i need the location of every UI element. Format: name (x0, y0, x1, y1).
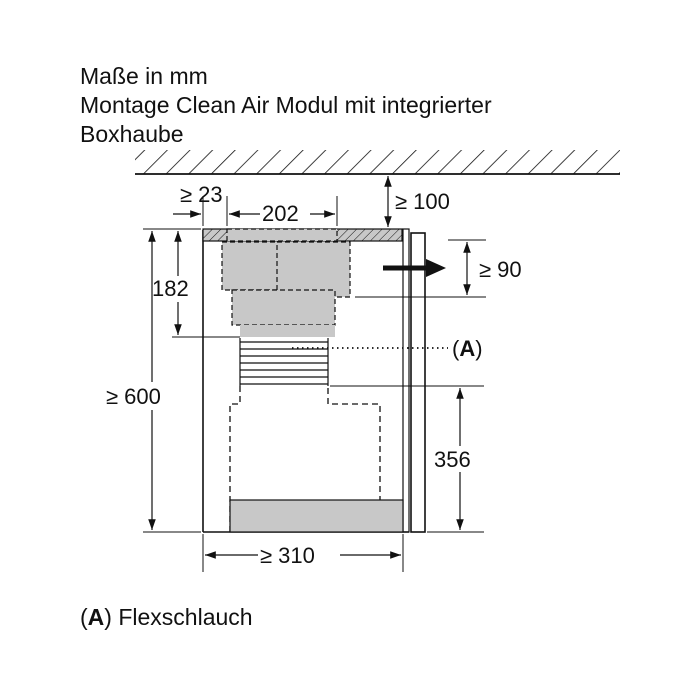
diagram-title-line-1: Montage Clean Air Modul mit integrierter (80, 92, 492, 118)
dim-label-side-gap: ≥ 23 (180, 182, 223, 207)
air-outlet-arrow (383, 259, 446, 277)
dimension-side-gap: ≥ 23 (173, 182, 228, 226)
legend-text: Flexschlauch (111, 604, 253, 630)
dimension-outlet-height: ≥ 90 (355, 239, 522, 298)
dim-label-module-height: 182 (152, 276, 189, 301)
box-hood (229, 386, 404, 533)
callout-label: (A) (452, 336, 483, 361)
legend-letter: A (87, 604, 105, 630)
dimension-hood-height: 356 (330, 385, 488, 533)
dim-label-outlet-height: ≥ 90 (479, 257, 522, 282)
clean-air-module (221, 228, 351, 337)
dimension-module-width: 202 (229, 196, 338, 226)
legend: (A) Flexschlauch (80, 604, 253, 631)
callout-flexible-hose: (A) (292, 336, 483, 361)
dimension-module-height: 182 (151, 228, 240, 338)
ceiling (135, 150, 620, 175)
dimension-ceiling-gap: ≥ 100 (384, 176, 450, 227)
title-block: Maße in mm Montage Clean Air Modul mit i… (80, 62, 492, 149)
flexible-hose (239, 338, 329, 386)
dim-label-cabinet-height: ≥ 600 (106, 384, 161, 409)
dimension-cabinet-height: ≥ 600 (104, 228, 201, 533)
units-note: Maße in mm (80, 63, 208, 89)
legend-open-paren: ( (80, 604, 88, 630)
dim-label-cabinet-width: ≥ 310 (260, 543, 315, 568)
diagram-title-line-2: Boxhaube (80, 121, 184, 147)
dim-label-hood-height: 356 (434, 447, 471, 472)
dim-label-module-width: 202 (262, 201, 299, 226)
dimension-cabinet-width: ≥ 310 (202, 534, 404, 572)
dim-label-ceiling-gap: ≥ 100 (395, 189, 450, 214)
legend-close-paren: ) (104, 604, 112, 630)
